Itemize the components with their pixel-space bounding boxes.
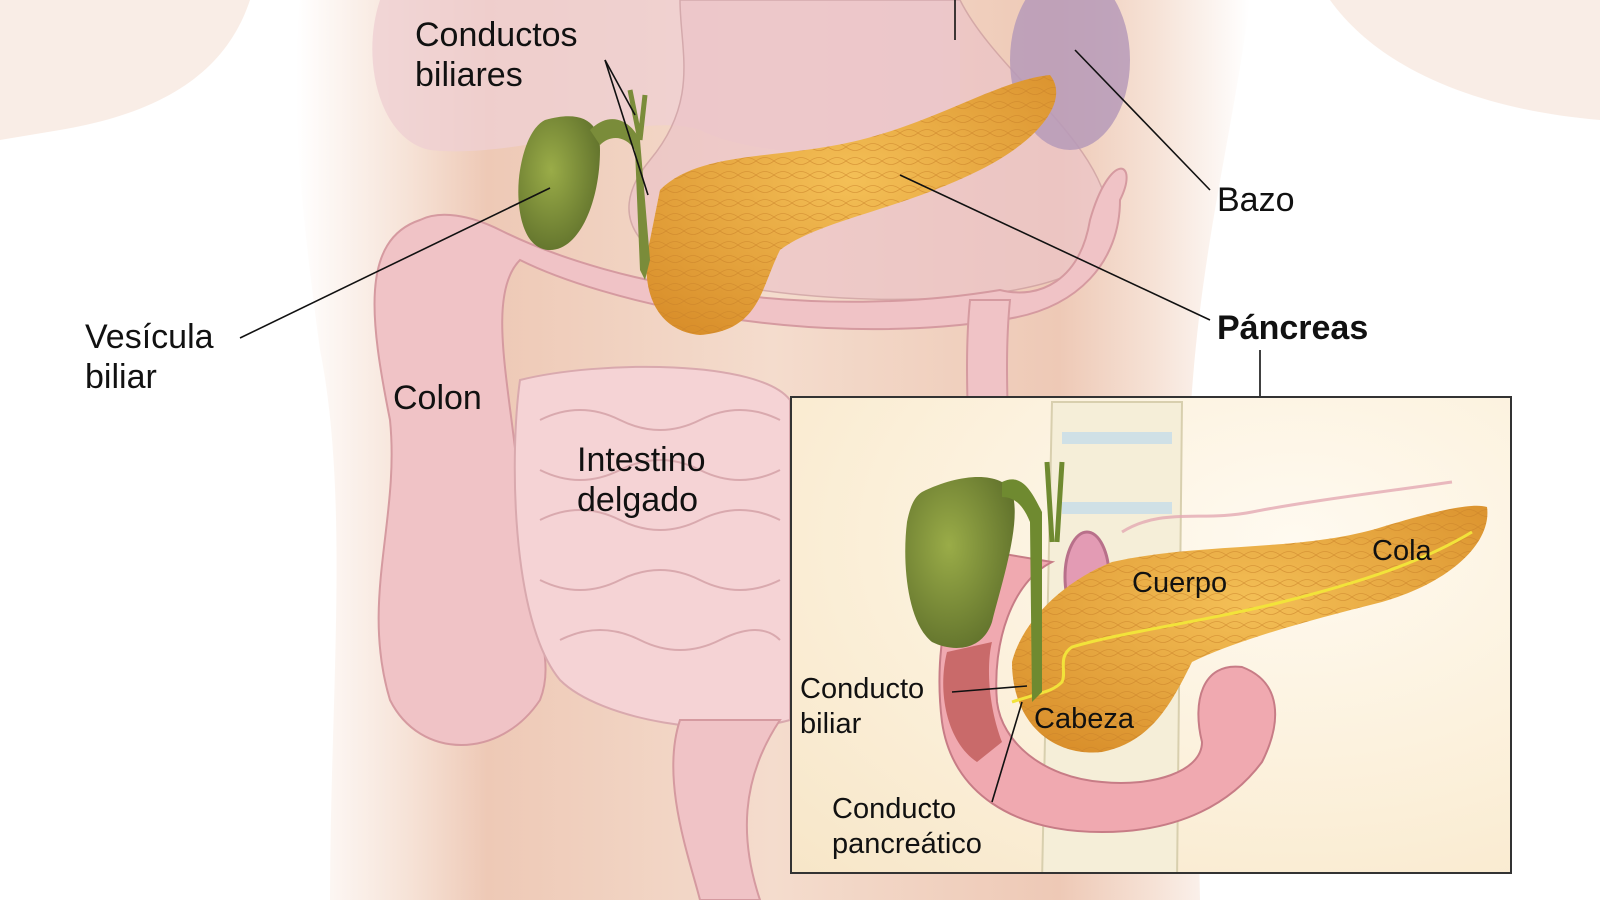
label-pancreatic-duct-line2: pancreático — [832, 828, 982, 860]
label-gallbladder-line1: Vesícula — [85, 318, 214, 356]
label-small-intestine-line1: Intestino — [577, 441, 706, 479]
label-gallbladder: Vesícula biliar — [85, 317, 214, 397]
label-pancreatic-duct: Conducto pancreático — [832, 792, 982, 862]
label-bile-ducts: Conductos biliares — [415, 15, 578, 95]
label-pancreas: Páncreas — [1217, 309, 1369, 347]
label-bile-duct-line2: biliar — [800, 708, 862, 740]
label-pancreas-tail: Cola — [1372, 535, 1432, 567]
label-small-intestine: Intestino delgado — [577, 440, 706, 520]
label-small-intestine-line2: delgado — [577, 481, 699, 519]
label-pancreas-head: Cabeza — [1034, 703, 1134, 735]
label-gallbladder-line2: biliar — [85, 358, 157, 396]
label-bile-duct: Conducto biliar — [800, 672, 924, 742]
pancreas-detail-illustration — [905, 401, 1488, 872]
label-pancreas-body: Cuerpo — [1132, 567, 1228, 599]
label-bile-ducts-line2: biliares — [415, 56, 523, 94]
label-bile-duct-line1: Conducto — [800, 673, 925, 705]
label-bile-ducts-line1: Conductos — [415, 16, 578, 54]
pancreas-detail-inset: Cuerpo Cola Cabeza Conducto biliar Condu… — [790, 396, 1512, 874]
label-colon: Colon — [393, 379, 482, 417]
label-spleen: Bazo — [1217, 181, 1295, 219]
label-pancreatic-duct-line1: Conducto — [832, 793, 957, 825]
